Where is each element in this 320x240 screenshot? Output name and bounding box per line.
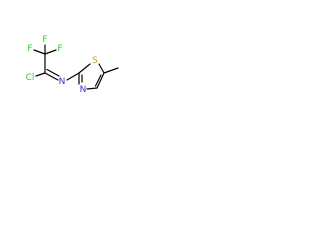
atom-label-n-imine: N bbox=[59, 77, 66, 87]
bond-ring-c4-n3 bbox=[86, 87, 98, 90]
atom-label-f3: F bbox=[42, 35, 47, 45]
bond-c2-n-double-b bbox=[46, 68, 60, 77]
bond-n-c2ring bbox=[66, 72, 80, 81]
bond-ring-c2-s bbox=[78, 63, 91, 74]
atom-label-f2: F bbox=[57, 44, 62, 54]
bond-ring-c5-c4 bbox=[96, 72, 105, 89]
bond-c1-f2 bbox=[44, 49, 57, 55]
bond-c5-methyl bbox=[103, 67, 119, 74]
bond-c2-n-double-a bbox=[44, 72, 59, 81]
bond-ring-c5-c4-inner bbox=[94, 74, 102, 87]
molecule-structure: F F F Cl N S N bbox=[26, 35, 119, 95]
bond-c2-cl bbox=[35, 72, 46, 77]
atom-labels: F F F Cl N S N bbox=[26, 35, 99, 95]
bond-c1-f1 bbox=[33, 49, 46, 55]
atom-label-n-ring: N bbox=[80, 85, 87, 95]
atom-label-s-ring: S bbox=[92, 56, 98, 66]
bond-ring-s-c5 bbox=[98, 63, 105, 74]
atom-label-cl: Cl bbox=[26, 73, 35, 83]
bonds bbox=[33, 44, 119, 90]
atom-label-f1: F bbox=[27, 44, 32, 54]
